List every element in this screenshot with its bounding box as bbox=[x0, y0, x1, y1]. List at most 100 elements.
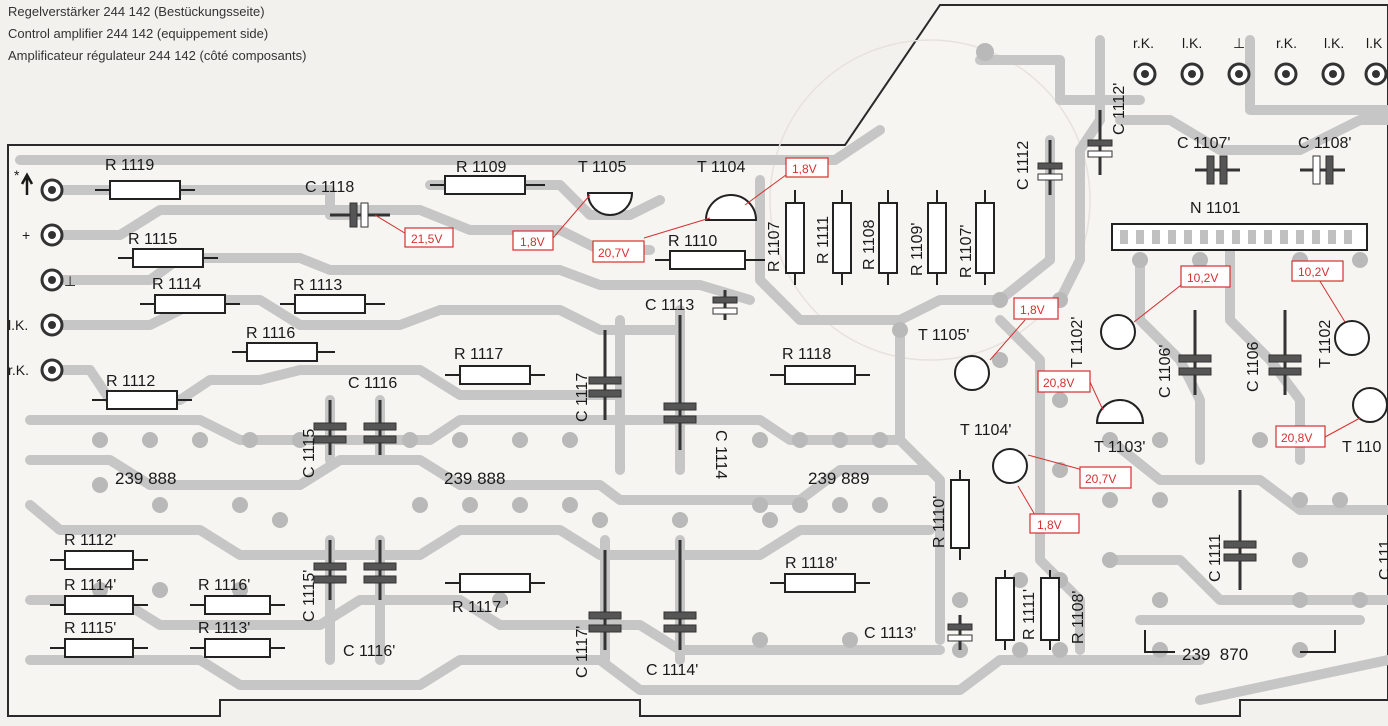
solder-pads bbox=[92, 43, 1368, 658]
connector-label: r.K. bbox=[8, 362, 29, 378]
capacitor-label: C 1106 bbox=[1245, 341, 1262, 392]
capacitor-label: C 1115' bbox=[301, 570, 318, 622]
voltage-label: 1,8V bbox=[1020, 303, 1045, 317]
voltage-label: 20,8V bbox=[1043, 376, 1074, 390]
transistor-label: T 1105 bbox=[578, 159, 626, 176]
resistor-label: R 1114 bbox=[152, 276, 201, 293]
capacitor-label: C 1107' bbox=[1177, 135, 1230, 152]
board-number: 239 889 bbox=[808, 469, 869, 488]
caption-english: Control amplifier 244 142 (equippement s… bbox=[8, 26, 269, 41]
connector-label: l.K. bbox=[8, 317, 28, 333]
capacitor-label: C 1114' bbox=[646, 662, 698, 679]
board-number: 239 888 bbox=[115, 469, 176, 488]
voltage-label: 20,7V bbox=[598, 246, 629, 260]
resistor-label: R 1116' bbox=[198, 577, 250, 594]
connector-label: r.K. bbox=[1133, 35, 1154, 51]
left-connector-labels: * + ⊥ l.K. r.K. bbox=[8, 167, 76, 378]
connector-label: ⊥ bbox=[1233, 35, 1245, 51]
capacitor-label: C 1115 bbox=[301, 429, 318, 478]
resistor-label: R 1113 bbox=[293, 277, 342, 294]
capacitor-label: C 1116 bbox=[348, 375, 397, 392]
caption-french: Amplificateur régulateur 244 142 (côté c… bbox=[8, 48, 307, 63]
board-bracket bbox=[1144, 630, 1336, 653]
capacitor-label: C 1106' bbox=[1157, 345, 1174, 398]
board-number: 239 870 bbox=[1182, 645, 1248, 664]
resistor-label: R 1111 bbox=[815, 216, 832, 264]
caption-german: Regelverstärker 244 142 (Bestückungsseit… bbox=[8, 4, 265, 19]
capacitor-label: C 1117' bbox=[574, 626, 591, 678]
resistor-label: R 1108 bbox=[861, 219, 878, 270]
resistor-label: R 1110' bbox=[931, 496, 948, 548]
connector-label: + bbox=[22, 227, 30, 243]
left-connectors bbox=[20, 172, 64, 382]
transistor-label: T 1103' bbox=[1094, 439, 1145, 456]
connector-label: l.K bbox=[1366, 35, 1383, 51]
capacitor-labels: C 1118 C 1113 C 1117 C 1114 C 1116 C 111… bbox=[301, 83, 1388, 679]
resistor-label: R 1117 bbox=[454, 346, 503, 363]
voltage-boxes bbox=[404, 157, 1344, 534]
capacitor-label: C 1116' bbox=[343, 643, 395, 660]
connector-label: l.K. bbox=[1182, 35, 1202, 51]
top-connectors bbox=[1133, 62, 1388, 86]
connector-label: * bbox=[14, 167, 20, 183]
connector-label: ⊥ bbox=[64, 273, 76, 289]
vertical-resistors bbox=[785, 190, 1060, 650]
voltage-leaders bbox=[374, 171, 1361, 516]
capacitor-label: C 1118 bbox=[305, 179, 354, 196]
voltage-label: 20,7V bbox=[1085, 472, 1116, 486]
resistor-label: R 1109' bbox=[909, 223, 926, 276]
voltage-label: 10,2V bbox=[1298, 265, 1329, 279]
transistor-label: T 1104' bbox=[960, 422, 1011, 439]
transistor-label: T 1102 bbox=[1317, 320, 1334, 368]
resistor-label: R 1118 bbox=[782, 346, 831, 363]
voltage-label: 21,5V bbox=[411, 232, 442, 246]
board-numbers: 239 888 239 888 239 889 239 870 bbox=[115, 469, 1248, 664]
voltage-label: 10,2V bbox=[1187, 271, 1218, 285]
resistor-label: R 1107' bbox=[958, 225, 975, 278]
resistor-label: R 1112' bbox=[64, 532, 116, 549]
capacitors-vertical bbox=[313, 110, 1302, 650]
ic-n1101 bbox=[1111, 223, 1368, 251]
capacitor-label: C 1111 bbox=[1207, 534, 1224, 582]
resistor-label: R 1108' bbox=[1070, 591, 1087, 644]
resistor-label: R 1116 bbox=[246, 325, 295, 342]
resistor-label: R 1109 bbox=[456, 159, 507, 176]
resistor-labels: R 1119 R 1115 R 1114 R 1113 R 1116 R 111… bbox=[64, 157, 837, 637]
ic-label: N 1101 bbox=[1190, 200, 1241, 217]
resistor-labels-vertical: R 1107 R 1111 R 1108 R 1109' R 1107' R 1… bbox=[766, 216, 1087, 644]
voltage-labels: 21,5V 1,8V 20,7V 1,8V 1,8V 10,2V 10,2V 2… bbox=[411, 162, 1329, 532]
resistor-label: R 1111' bbox=[1021, 589, 1038, 640]
resistor-label: R 1117 ' bbox=[452, 599, 509, 616]
resistor-label: R 1118' bbox=[785, 555, 837, 572]
resistor-label: R 1115' bbox=[64, 620, 116, 637]
capacitor-label: C 1112 bbox=[1015, 141, 1032, 190]
transistor-label: T 1104 bbox=[697, 159, 745, 176]
transistor-label: T 1102' bbox=[1069, 317, 1086, 368]
capacitor-label: C 1108' bbox=[1298, 135, 1351, 152]
resistor-label: R 1107 bbox=[766, 221, 783, 272]
horizontal-resistors bbox=[50, 175, 870, 658]
capacitor-label: C 111 bbox=[1377, 540, 1388, 580]
connector-label: r.K. bbox=[1276, 35, 1297, 51]
transistor-label: T 110 bbox=[1342, 439, 1382, 456]
transistors bbox=[586, 192, 1388, 484]
capacitor-label: C 1113 bbox=[645, 297, 694, 314]
resistor-label: R 1115 bbox=[128, 231, 177, 248]
resistor-label: R 1113' bbox=[198, 620, 250, 637]
capacitors-horizontal bbox=[330, 155, 1345, 228]
watermark-circle bbox=[769, 39, 1091, 361]
capacitor-label: C 1114 bbox=[712, 430, 729, 479]
voltage-label: 20,8V bbox=[1281, 431, 1312, 445]
voltage-label: 1,8V bbox=[1037, 518, 1062, 532]
resistor-label: R 1119 bbox=[105, 157, 154, 174]
capacitor-label: C 1112' bbox=[1111, 83, 1128, 135]
connector-label: l.K. bbox=[1324, 35, 1344, 51]
transistor-label: T 1105' bbox=[918, 327, 969, 344]
capacitor-label: C 1117 bbox=[574, 373, 591, 422]
resistor-label: R 1112 bbox=[106, 373, 155, 390]
board-number: 239 888 bbox=[444, 469, 505, 488]
transistor-labels: T 1105 T 1104 T 1105' T 1102' T 1102 T 1… bbox=[578, 159, 1382, 456]
top-connector-labels: r.K. l.K. ⊥ r.K. l.K. l.K bbox=[1133, 35, 1383, 51]
capacitor-label: C 1113' bbox=[864, 625, 916, 642]
